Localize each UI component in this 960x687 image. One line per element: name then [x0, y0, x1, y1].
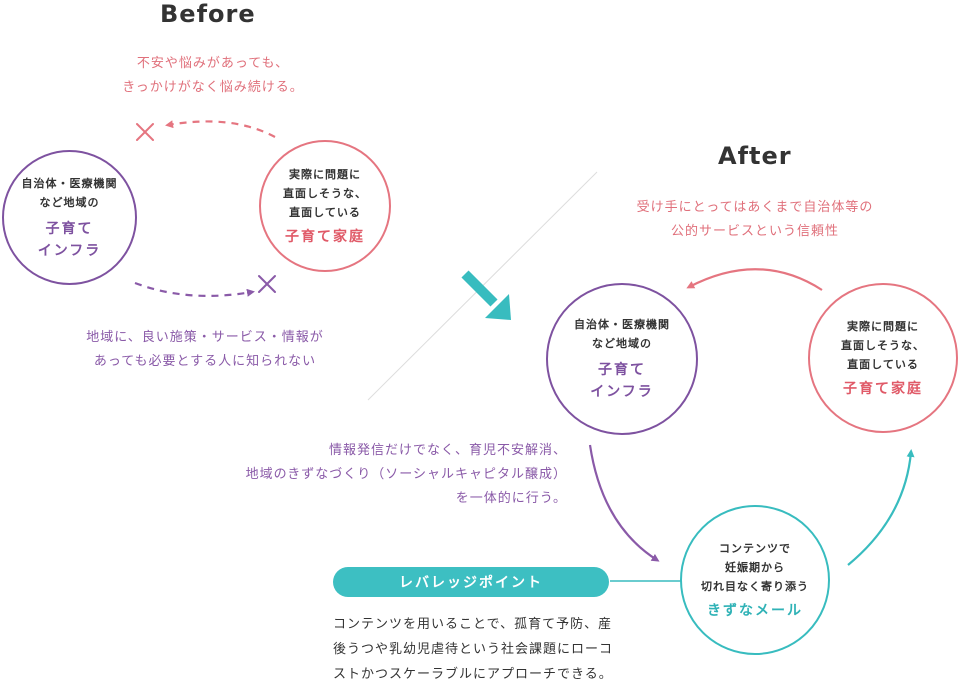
after-arrow-infra-to-mail — [588, 444, 660, 562]
after-left-note: 情報発信だけでなく、育児不安解消、 地域のきずなづくり（ソーシャルキャピタル醸成… — [245, 443, 567, 506]
before-dashed-arrow-bottom — [134, 281, 255, 298]
after-arrow-mail-to-family — [847, 449, 915, 566]
before-bottom-note: 地域に、良い施策・サービス・情報が あっても必要とする人に知られない — [86, 330, 324, 369]
leverage-point-badge: レバレッジポイント — [333, 567, 609, 597]
after-top-note: 受け手にとってはあくまで自治体等の 公的サービスという信頼性 — [636, 200, 874, 239]
before-top-note: 不安や悩みがあっても、 きっかけがなく悩み続ける。 — [122, 56, 304, 95]
after-heading: After — [718, 142, 792, 170]
after-infra-circle: 自治体・医療機関 など地域の 子育て インフラ — [546, 283, 698, 435]
after-arrow-family-to-infra — [686, 268, 823, 291]
before-dashed-arrow-top — [165, 120, 276, 138]
transition-arrow-icon — [461, 270, 511, 320]
x-mark-top — [136, 123, 154, 141]
before-infra-circle: 自治体・医療機関 など地域の 子育て インフラ — [2, 150, 137, 285]
after-family-circle: 実際に問題に 直面しそうな、 直面している 子育て家庭 — [808, 283, 958, 433]
before-heading: Before — [160, 0, 256, 28]
after-mail-circle: コンテンツで 妊娠期から 切れ目なく寄り添う きずなメール — [680, 505, 830, 655]
leverage-description: コンテンツを用いることで、孤育て予防、産 後うつや乳幼児虐待という社会課題にロー… — [333, 617, 614, 682]
x-mark-bottom — [258, 275, 276, 293]
before-family-circle: 実際に問題に 直面しそうな、 直面している 子育て家庭 — [259, 140, 391, 272]
